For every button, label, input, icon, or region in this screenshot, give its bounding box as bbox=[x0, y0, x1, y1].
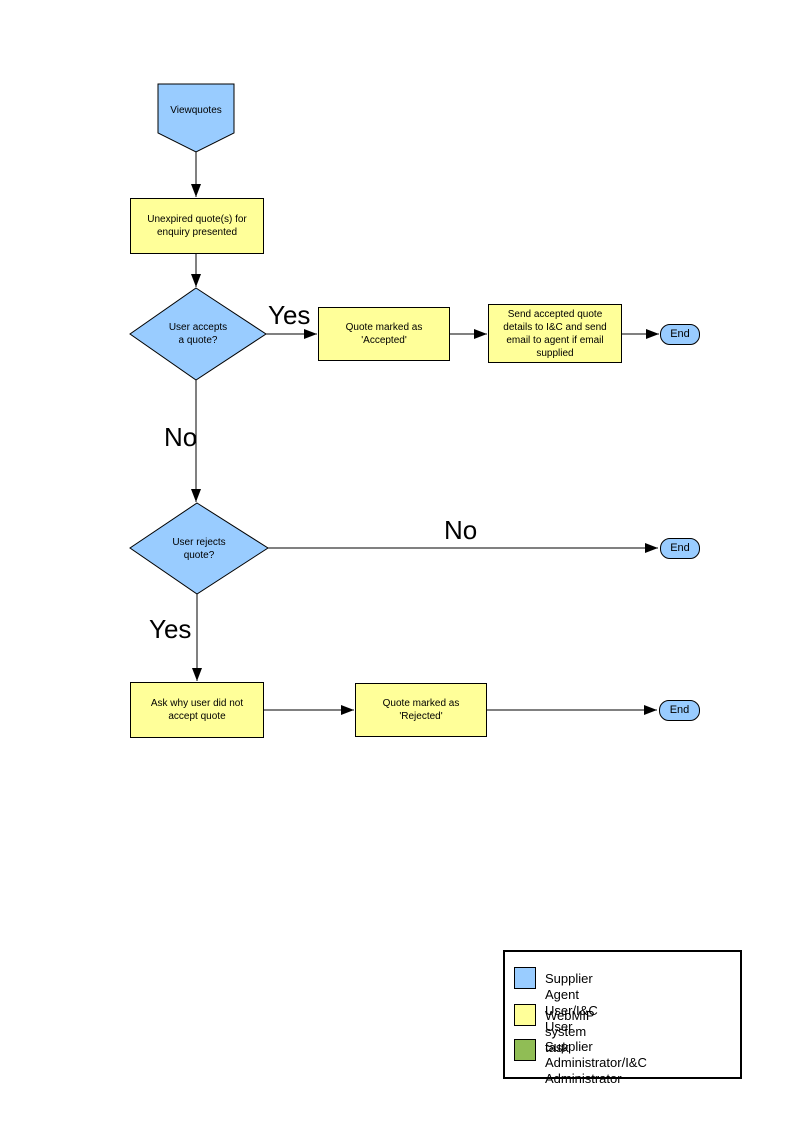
legend-swatch-green bbox=[514, 1039, 536, 1061]
start-node-label: Viewquotes bbox=[170, 104, 222, 116]
task-present-quotes: Unexpired quote(s) for enquiry presented bbox=[130, 198, 264, 254]
edge-label-accept-yes: Yes bbox=[268, 300, 311, 330]
task-ask-why: Ask why user did not accept quote bbox=[130, 682, 264, 738]
legend-swatch-blue bbox=[514, 967, 536, 989]
end-terminator-no-reject: End bbox=[660, 538, 700, 559]
legend-label-supplier-agent: Supplier Agent User/I&C User bbox=[545, 971, 598, 1034]
edge-label-accept-no: No bbox=[164, 422, 198, 452]
legend-swatch-yellow bbox=[514, 1004, 536, 1026]
end-terminator-accepted: End bbox=[660, 324, 700, 345]
accept-decision-label: User accepts a quote? bbox=[168, 322, 228, 346]
legend-label-supplier-admin: Supplier Administrator/I&C Administrator bbox=[545, 1039, 647, 1086]
start-pentagon-shape bbox=[157, 83, 235, 153]
edge-label-reject-no: No bbox=[444, 515, 478, 545]
edge-label-reject-yes: Yes bbox=[149, 614, 192, 644]
legend-label-webmip-task: WebMIP system task bbox=[545, 1008, 595, 1055]
task-mark-accepted: Quote marked as 'Accepted' bbox=[318, 307, 450, 361]
legend: Supplier Agent User/I&C User WebMIP syst… bbox=[503, 950, 742, 1086]
end-terminator-rejected: End bbox=[659, 700, 700, 721]
reject-decision-label: User rejects quote? bbox=[172, 536, 226, 561]
task-send-details: Send accepted quote details to I&C and s… bbox=[488, 304, 622, 363]
task-mark-rejected: Quote marked as 'Rejected' bbox=[355, 683, 487, 737]
